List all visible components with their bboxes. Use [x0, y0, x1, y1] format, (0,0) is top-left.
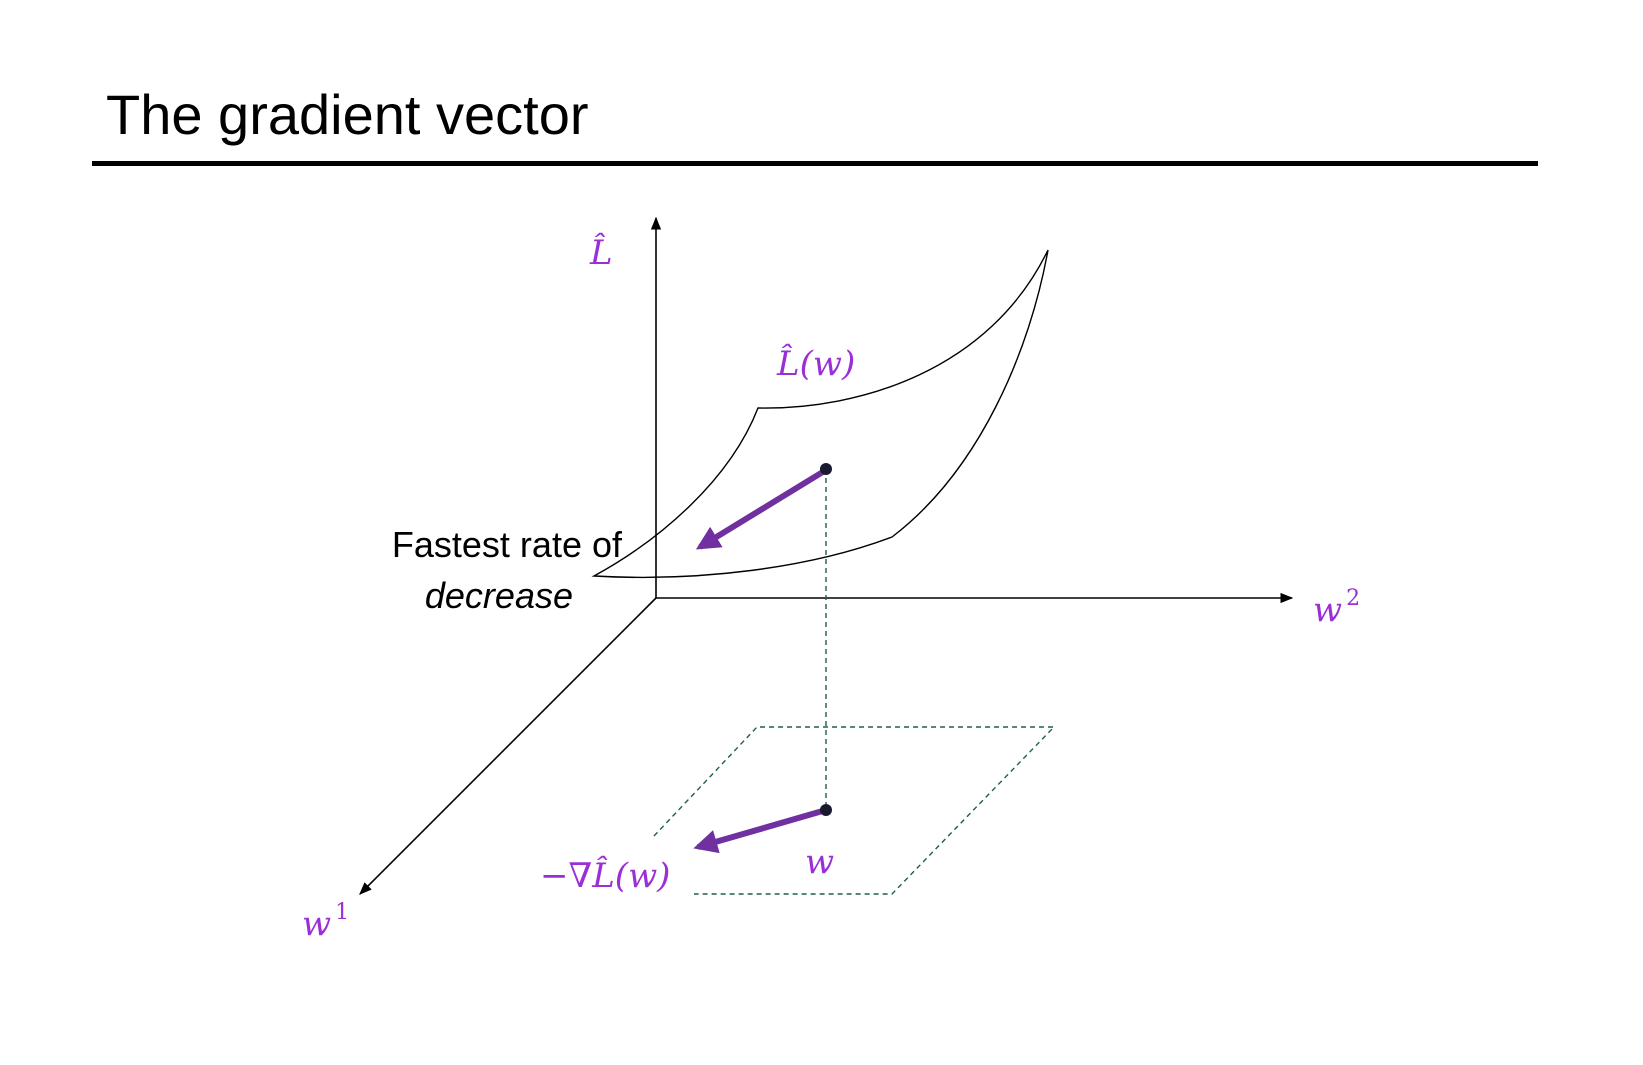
slide-title: The gradient vector	[106, 83, 589, 146]
loss-surface	[591, 249, 1049, 579]
decrease-label: decrease	[425, 575, 573, 616]
w1-axis	[359, 597, 657, 895]
loss-axis-label: L̂	[589, 232, 613, 273]
plane-point-w	[820, 804, 832, 816]
fastest-rate-label: Fastest rate of	[392, 524, 623, 565]
negative-gradient-label: −∇L̂(w)	[540, 855, 670, 896]
surface-descent-arrow	[695, 467, 828, 550]
loss-surface-label: L̂(w)	[776, 343, 855, 384]
point-w-label: w	[805, 842, 834, 882]
surface-point	[820, 463, 832, 475]
negative-gradient-arrow	[693, 807, 827, 854]
title-underline	[92, 161, 1538, 166]
w-plane-patch	[653, 726, 1056, 895]
